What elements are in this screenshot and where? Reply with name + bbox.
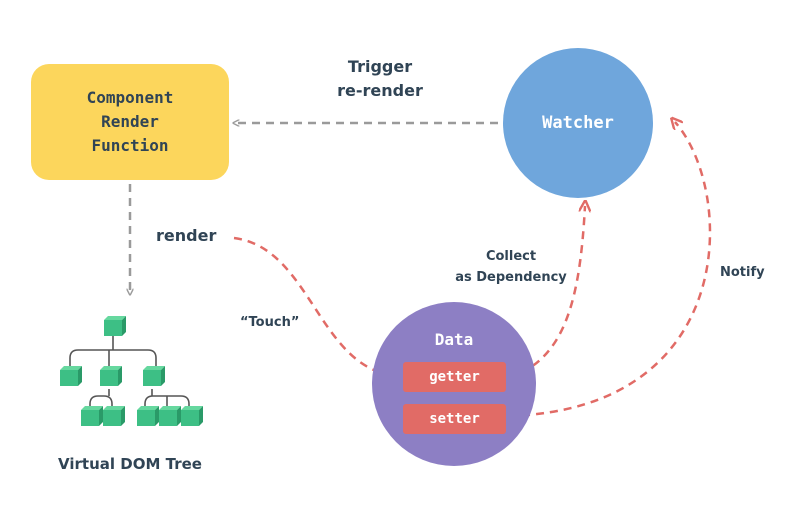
touch-edge	[233, 236, 398, 376]
virtual-dom-tree-label: Virtual DOM Tree	[58, 455, 202, 473]
watcher-node: Watcher	[503, 48, 653, 198]
render-label: render	[156, 226, 217, 245]
setter-badge: setter	[403, 404, 506, 434]
trigger-rerender-label: Trigger re-render	[337, 57, 423, 100]
collect-dependency-label: Collect as Dependency	[455, 249, 567, 285]
touch-label: “Touch”	[240, 315, 300, 330]
virtual-dom-tree-icon	[60, 316, 203, 426]
getter-badge: getter	[403, 362, 506, 392]
component-render-function-label: Component Render Function	[86, 88, 174, 155]
component-render-function-node: Component Render Function	[31, 64, 229, 180]
data-label: Data	[434, 330, 474, 349]
watcher-label: Watcher	[542, 113, 614, 133]
notify-edge	[507, 122, 712, 418]
notify-label: Notify	[720, 265, 765, 280]
data-node: Data getter setter	[372, 302, 536, 466]
